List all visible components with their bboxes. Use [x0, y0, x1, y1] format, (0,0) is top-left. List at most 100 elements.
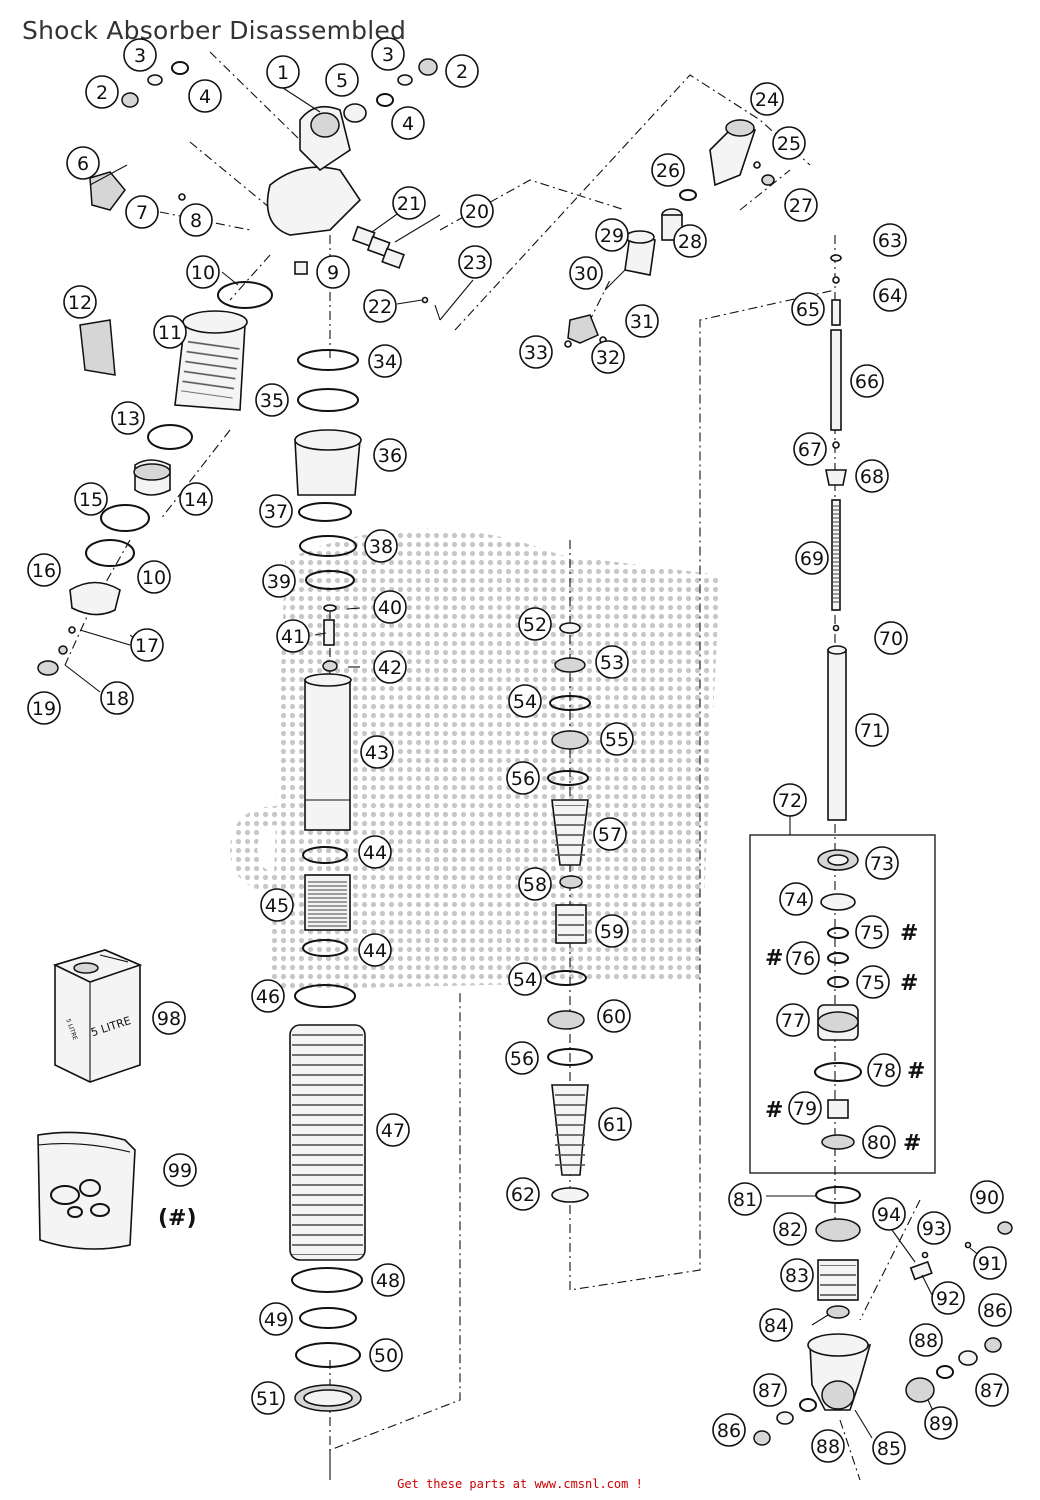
part-callout[interactable]: 47 — [376, 1113, 410, 1147]
part-callout[interactable]: 18 — [100, 681, 134, 715]
part-callout[interactable]: 23 — [458, 245, 492, 279]
part-callout[interactable]: 10 — [186, 255, 220, 289]
part-callout[interactable]: 81 — [728, 1182, 762, 1216]
part-callout[interactable]: 19 — [27, 691, 61, 725]
part-callout[interactable]: 4 — [391, 106, 425, 140]
part-callout[interactable]: 35 — [255, 383, 289, 417]
part-callout[interactable]: 25 — [772, 126, 806, 160]
part-callout[interactable]: 65 — [791, 292, 825, 326]
part-callout[interactable]: 77 — [776, 1003, 810, 1037]
part-callout[interactable]: 87 — [975, 1373, 1009, 1407]
part-callout[interactable]: 89 — [924, 1406, 958, 1440]
part-callout[interactable]: 63 — [873, 223, 907, 257]
part-callout[interactable]: 85 — [872, 1431, 906, 1465]
part-callout[interactable]: 22 — [363, 289, 397, 323]
part-callout[interactable]: 38 — [364, 529, 398, 563]
part-callout[interactable]: 73 — [865, 846, 899, 880]
part-callout[interactable]: 31 — [625, 304, 659, 338]
part-callout[interactable]: 42 — [373, 650, 407, 684]
part-callout[interactable]: 57 — [593, 817, 627, 851]
part-callout[interactable]: 27 — [784, 188, 818, 222]
part-callout[interactable]: 56 — [506, 761, 540, 795]
part-callout[interactable]: 60 — [597, 999, 631, 1033]
part-callout[interactable]: 44 — [358, 933, 392, 967]
part-callout[interactable]: 8 — [179, 203, 213, 237]
part-callout[interactable]: 48 — [371, 1263, 405, 1297]
part-callout[interactable]: 71 — [855, 713, 889, 747]
part-callout[interactable]: 51 — [251, 1381, 285, 1415]
part-callout[interactable]: 32 — [591, 340, 625, 374]
part-callout[interactable]: 91 — [973, 1246, 1007, 1280]
part-callout[interactable]: 29 — [595, 218, 629, 252]
part-callout[interactable]: 50 — [369, 1338, 403, 1372]
part-callout[interactable]: 78 — [867, 1053, 901, 1087]
part-callout[interactable]: 79 — [788, 1091, 822, 1125]
part-callout[interactable]: 14 — [179, 482, 213, 516]
part-callout[interactable]: 12 — [63, 285, 97, 319]
part-callout[interactable]: 99 — [163, 1153, 197, 1187]
part-callout[interactable]: 20 — [460, 194, 494, 228]
part-callout[interactable]: 16 — [27, 553, 61, 587]
part-callout[interactable]: 7 — [125, 195, 159, 229]
part-callout[interactable]: 33 — [519, 335, 553, 369]
part-callout[interactable]: 37 — [259, 494, 293, 528]
part-callout[interactable]: 75 — [855, 915, 889, 949]
part-callout[interactable]: 55 — [600, 722, 634, 756]
part-callout[interactable]: 39 — [262, 564, 296, 598]
part-callout[interactable]: 10 — [137, 560, 171, 594]
part-callout[interactable]: 41 — [276, 619, 310, 653]
part-callout[interactable]: 75 — [856, 965, 890, 999]
part-callout[interactable]: 69 — [795, 541, 829, 575]
part-callout[interactable]: 26 — [651, 153, 685, 187]
part-callout[interactable]: 94 — [872, 1197, 906, 1231]
part-callout[interactable]: 83 — [780, 1258, 814, 1292]
part-callout[interactable]: 70 — [874, 621, 908, 655]
part-callout[interactable]: 54 — [508, 684, 542, 718]
part-callout[interactable]: 34 — [368, 344, 402, 378]
part-callout[interactable]: 72 — [773, 783, 807, 817]
part-callout[interactable]: 62 — [506, 1177, 540, 1211]
part-callout[interactable]: 40 — [373, 590, 407, 624]
part-callout[interactable]: 76 — [786, 941, 820, 975]
part-callout[interactable]: 82 — [773, 1212, 807, 1246]
part-callout[interactable]: 46 — [251, 979, 285, 1013]
part-callout[interactable]: 2 — [445, 54, 479, 88]
part-callout[interactable]: 3 — [371, 37, 405, 71]
part-callout[interactable]: 36 — [373, 438, 407, 472]
part-callout[interactable]: 74 — [779, 882, 813, 916]
part-callout[interactable]: 88 — [909, 1323, 943, 1357]
part-callout[interactable]: 11 — [153, 315, 187, 349]
part-callout[interactable]: 64 — [873, 278, 907, 312]
footer-link[interactable]: Get these parts at www.cmsnl.com ! — [397, 1477, 643, 1491]
part-callout[interactable]: 98 — [152, 1001, 186, 1035]
part-callout[interactable]: 86 — [978, 1293, 1012, 1327]
part-callout[interactable]: 6 — [66, 146, 100, 180]
part-callout[interactable]: 53 — [595, 645, 629, 679]
part-callout[interactable]: 21 — [392, 186, 426, 220]
part-callout[interactable]: 87 — [753, 1373, 787, 1407]
part-callout[interactable]: 13 — [111, 401, 145, 435]
part-callout[interactable]: 52 — [518, 607, 552, 641]
part-callout[interactable]: 43 — [360, 735, 394, 769]
part-callout[interactable]: 15 — [74, 482, 108, 516]
part-callout[interactable]: 93 — [917, 1211, 951, 1245]
part-callout[interactable]: 56 — [505, 1041, 539, 1075]
part-callout[interactable]: 61 — [598, 1107, 632, 1141]
part-callout[interactable]: 45 — [260, 888, 294, 922]
part-callout[interactable]: 2 — [85, 75, 119, 109]
part-callout[interactable]: 66 — [850, 364, 884, 398]
part-callout[interactable]: 1 — [266, 55, 300, 89]
part-callout[interactable]: 24 — [750, 82, 784, 116]
part-callout[interactable]: 59 — [595, 914, 629, 948]
part-callout[interactable]: 86 — [712, 1413, 746, 1447]
part-callout[interactable]: 3 — [123, 38, 157, 72]
part-callout[interactable]: 49 — [259, 1302, 293, 1336]
part-callout[interactable]: 5 — [325, 63, 359, 97]
part-callout[interactable]: 4 — [188, 79, 222, 113]
part-callout[interactable]: 17 — [130, 628, 164, 662]
part-callout[interactable]: 9 — [316, 255, 350, 289]
part-callout[interactable]: 58 — [518, 867, 552, 901]
part-callout[interactable]: 30 — [569, 256, 603, 290]
part-callout[interactable]: 80 — [862, 1125, 896, 1159]
part-callout[interactable]: 44 — [358, 835, 392, 869]
